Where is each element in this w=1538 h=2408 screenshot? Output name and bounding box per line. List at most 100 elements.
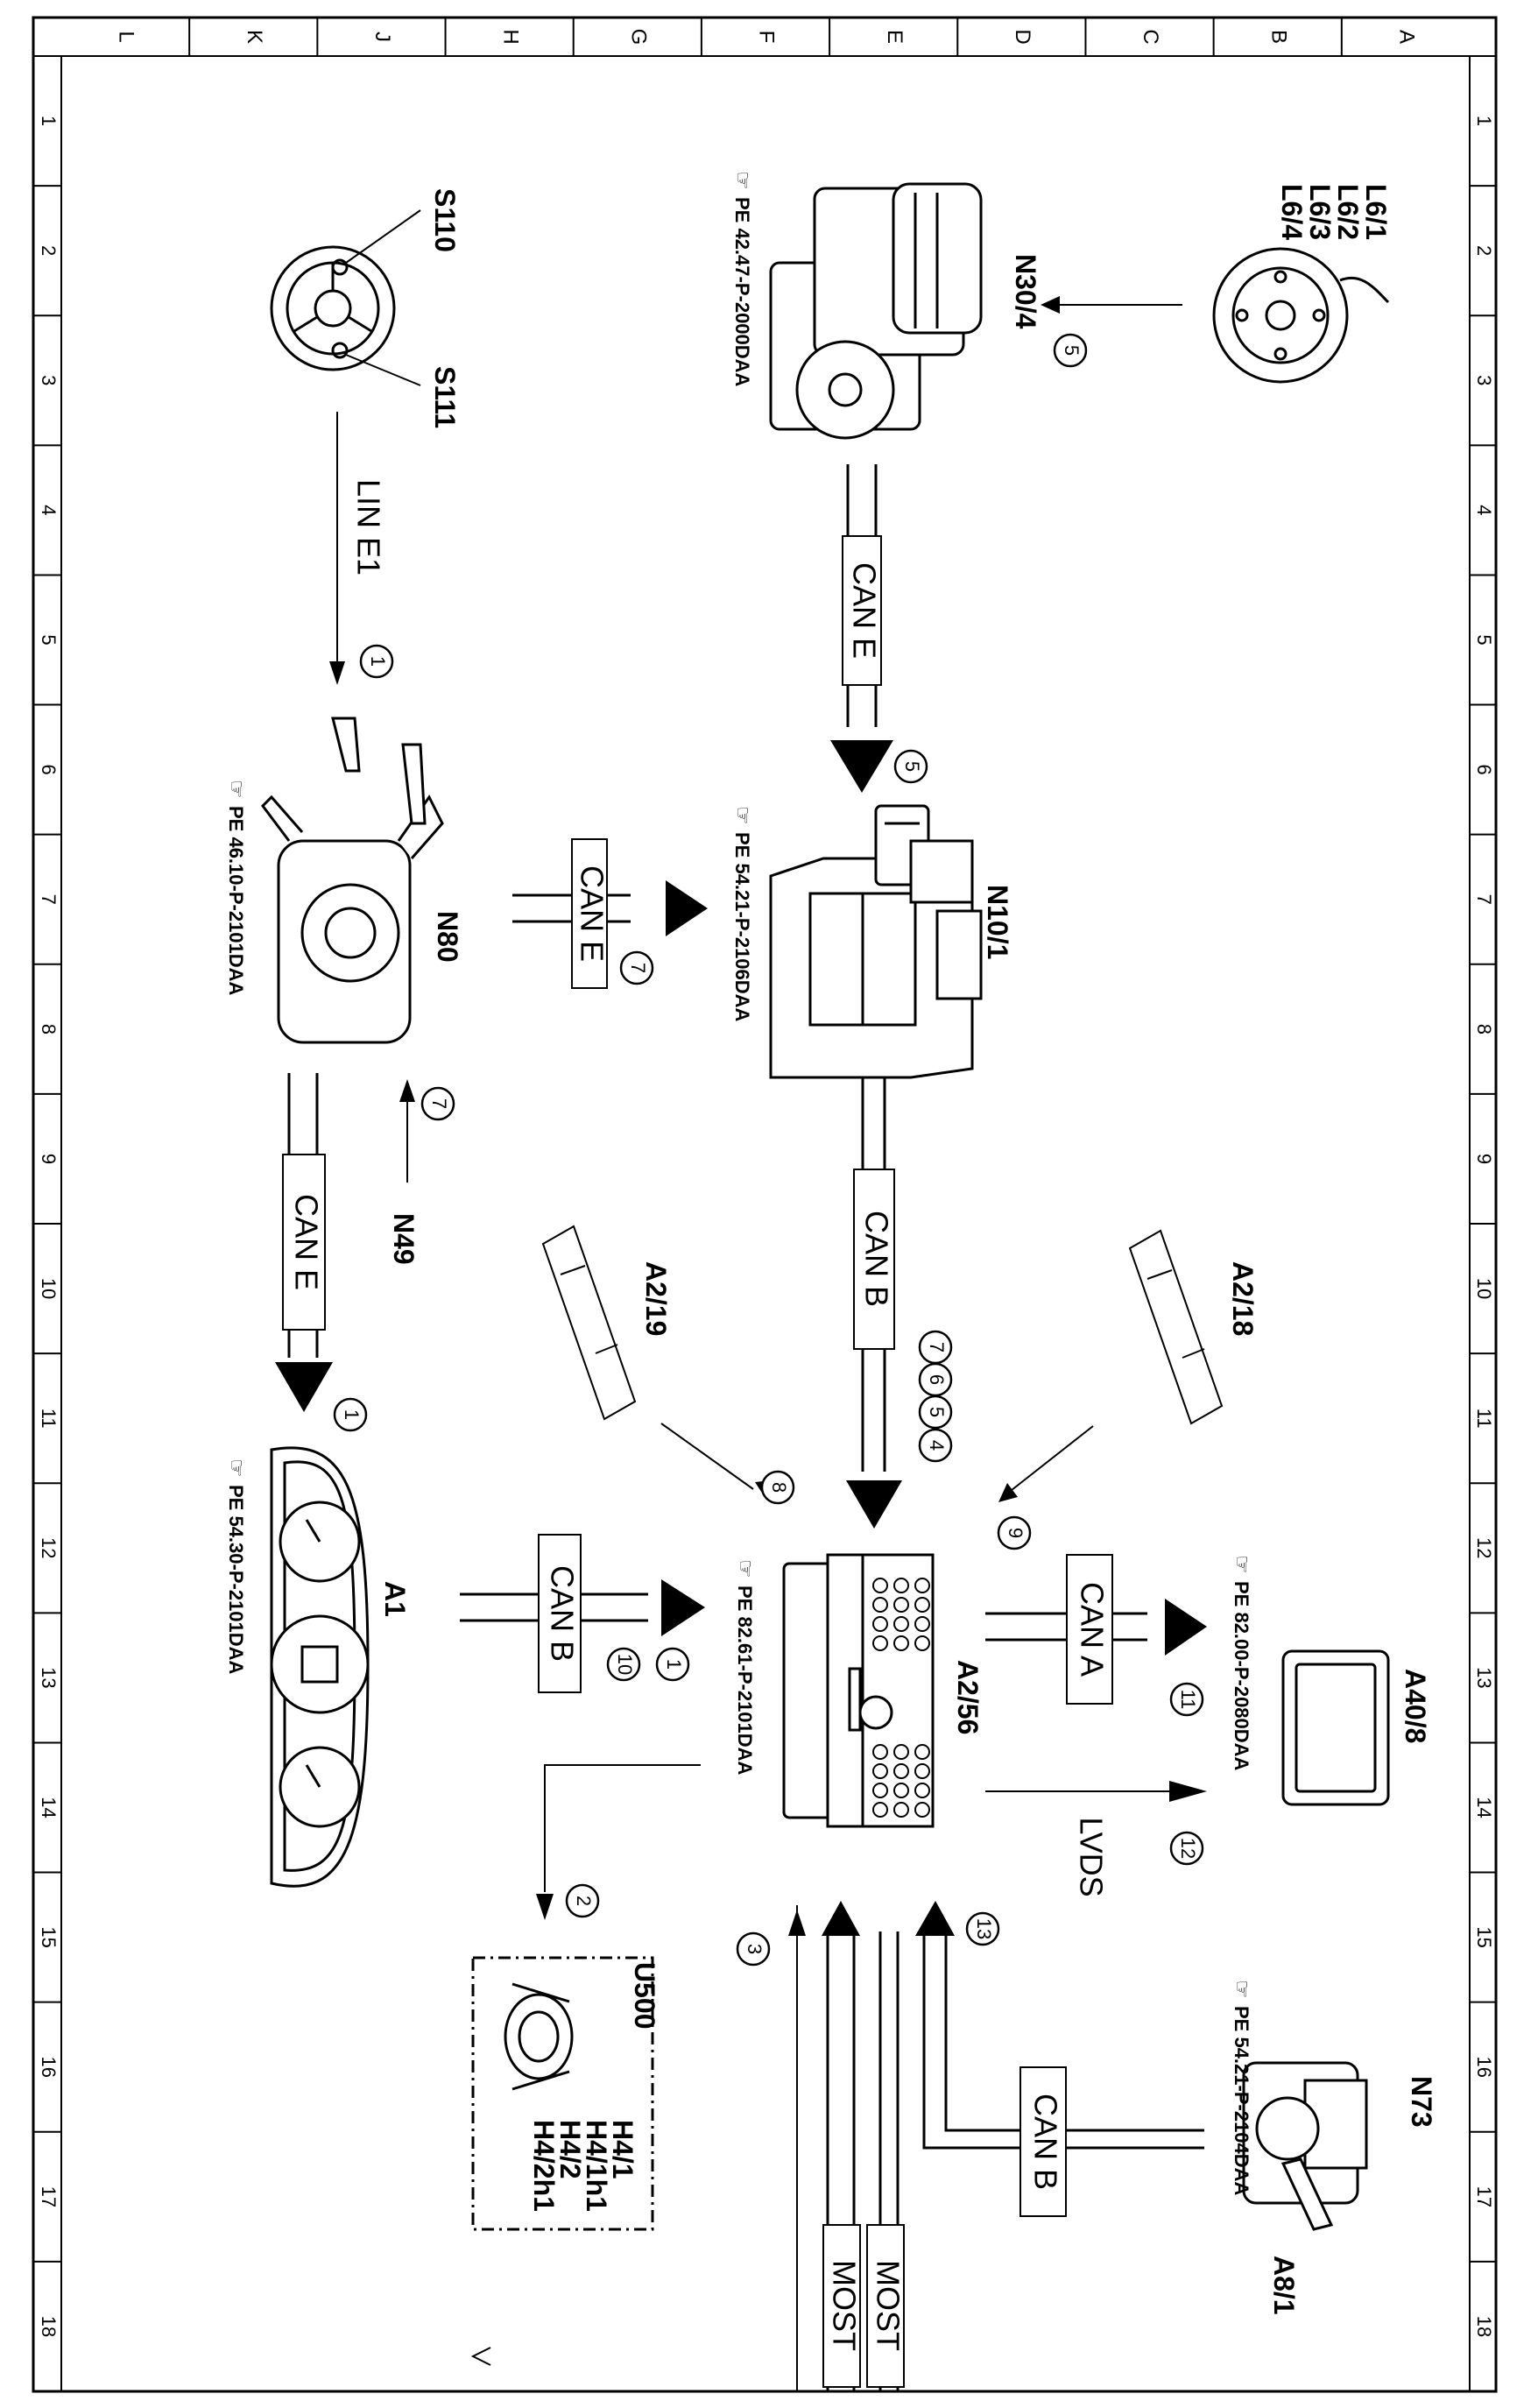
row-number: 15 (38, 1926, 60, 1947)
a2-19-antenna-amplifier-icon (541, 1225, 637, 1421)
row-number: 17 (1473, 2186, 1495, 2207)
can-a-label: CAN A (1074, 1582, 1110, 1677)
a40-8-display-icon (1281, 1649, 1390, 1806)
column-letter: H (498, 29, 522, 44)
h4-1-label: H4/1 (607, 2120, 638, 2179)
step-marker: 10 (606, 1647, 641, 1682)
a40-8-label: A40/8 (1400, 1669, 1431, 1743)
row-number: 5 (1473, 634, 1495, 645)
head-unit-button (872, 1578, 888, 1593)
a2-56-label: A2/56 (952, 1660, 984, 1734)
head-unit-button (893, 1783, 909, 1798)
n73-ignition-switch-icon (1242, 2061, 1368, 2231)
row-number: 16 (1473, 2056, 1495, 2077)
row-number: 2 (1473, 245, 1495, 256)
head-unit-button (872, 1744, 888, 1760)
svg-text:8: 8 (768, 1482, 790, 1493)
row-number: 9 (1473, 1154, 1495, 1164)
n73-label: N73 (1406, 2076, 1437, 2128)
row-number: 17 (38, 2186, 60, 2207)
svg-text:5: 5 (1061, 345, 1083, 356)
row-number: 13 (38, 1667, 60, 1688)
head-unit-buttons (872, 1578, 930, 1818)
a1-ref: PE 54.30-P-2101DAA (225, 1485, 247, 1675)
can-b-label-3: CAN B (1027, 2094, 1063, 2190)
head-unit-button (914, 1578, 930, 1593)
step-marker: 12 (1169, 1831, 1204, 1866)
can-b-label-2: CAN B (544, 1565, 580, 1662)
head-unit-button (872, 1616, 888, 1632)
lvds-label: LVDS (1073, 1817, 1109, 1896)
can-e-label-2: CAN E (574, 865, 610, 962)
step-marker: 9 (997, 1515, 1032, 1550)
reference-hand-icon: ☞ (733, 1559, 757, 1578)
h4-2-label: H4/2 (554, 2120, 586, 2179)
s111-label: S111 (429, 366, 461, 428)
l6-2-label: L6/2 (1332, 184, 1364, 240)
column-letter: K (243, 30, 266, 44)
l6-1-label: L6/1 (1360, 184, 1392, 240)
reference-hand-icon: ☞ (224, 780, 248, 799)
reference-hand-icon: ☞ (1230, 1980, 1253, 1999)
can-e-label-1: CAN E (846, 562, 882, 659)
a2-18-label: A2/18 (1227, 1261, 1259, 1336)
head-unit-button (914, 1783, 930, 1798)
svg-text:7: 7 (926, 1342, 948, 1352)
a40-8-ref: PE 82.00-P-2080DAA (1231, 1581, 1252, 1771)
step-marker: 7 (918, 1330, 953, 1365)
component-labels: L6/1 L6/2 L6/3 L6/4 N30/4 PE 42.47-P-200… (225, 184, 1437, 2315)
can-b-label-1: CAN B (858, 1211, 894, 1307)
reference-hand-icon: ☞ (224, 1458, 248, 1478)
row-number: 14 (1473, 1797, 1495, 1818)
row-number: 16 (38, 2056, 60, 2077)
column-letter: L (115, 31, 138, 42)
bottom-mark (470, 2347, 491, 2366)
head-unit-button (893, 1616, 909, 1632)
bus-lines (287, 304, 1204, 2391)
h4-1h1-label: H4/1h1 (581, 2120, 612, 2212)
step-marker: 3 (736, 1931, 771, 1967)
n80-steering-column-module-icon (261, 717, 444, 1044)
a2-56-head-unit-icon (782, 1553, 935, 1828)
row-number: 8 (1473, 1024, 1495, 1035)
reference-hand-icon: ☞ (730, 171, 754, 190)
step-marker: 8 (760, 1470, 795, 1505)
row-number: 1 (38, 116, 60, 126)
reference-hand-icon: ☞ (730, 806, 754, 825)
n80-label: N80 (432, 911, 463, 963)
row-number: 7 (38, 894, 60, 905)
svg-text:4: 4 (926, 1440, 948, 1451)
head-unit-button (914, 1744, 930, 1760)
row-number: 13 (1473, 1667, 1495, 1688)
row-number: 18 (1473, 2316, 1495, 2337)
row-number: 6 (1473, 764, 1495, 774)
n80-ref: PE 46.10-P-2101DAA (225, 806, 247, 996)
a8-1-label: A8/1 (1268, 2256, 1300, 2315)
column-letter: C (1139, 29, 1162, 44)
row-number: 10 (38, 1278, 60, 1299)
column-letter: D (1011, 29, 1034, 44)
head-unit-button (893, 1597, 909, 1613)
a2-18-antenna-amplifier-icon (1128, 1229, 1224, 1425)
h4-2h1-label: H4/2h1 (528, 2120, 560, 2212)
svg-text:7: 7 (428, 1098, 450, 1109)
bus-labels: CAN E CAN E CAN B CAN E CAN B CAN A CAN … (288, 479, 1110, 2351)
row-number: 12 (38, 1537, 60, 1558)
bus-label-boxes (282, 535, 1113, 2388)
svg-text:6: 6 (926, 1374, 948, 1385)
svg-text:12: 12 (1177, 1838, 1199, 1859)
svg-text:5: 5 (926, 1407, 948, 1417)
n49-label: N49 (388, 1213, 420, 1265)
head-unit-button (914, 1763, 930, 1779)
reference-hand-icon: ☞ (1230, 1555, 1253, 1574)
column-letter: J (370, 32, 394, 42)
svg-text:2: 2 (573, 1896, 595, 1906)
head-unit-button (872, 1763, 888, 1779)
svg-text:1: 1 (663, 1659, 685, 1670)
row-number: 7 (1473, 894, 1495, 905)
row-number: 9 (38, 1154, 60, 1164)
